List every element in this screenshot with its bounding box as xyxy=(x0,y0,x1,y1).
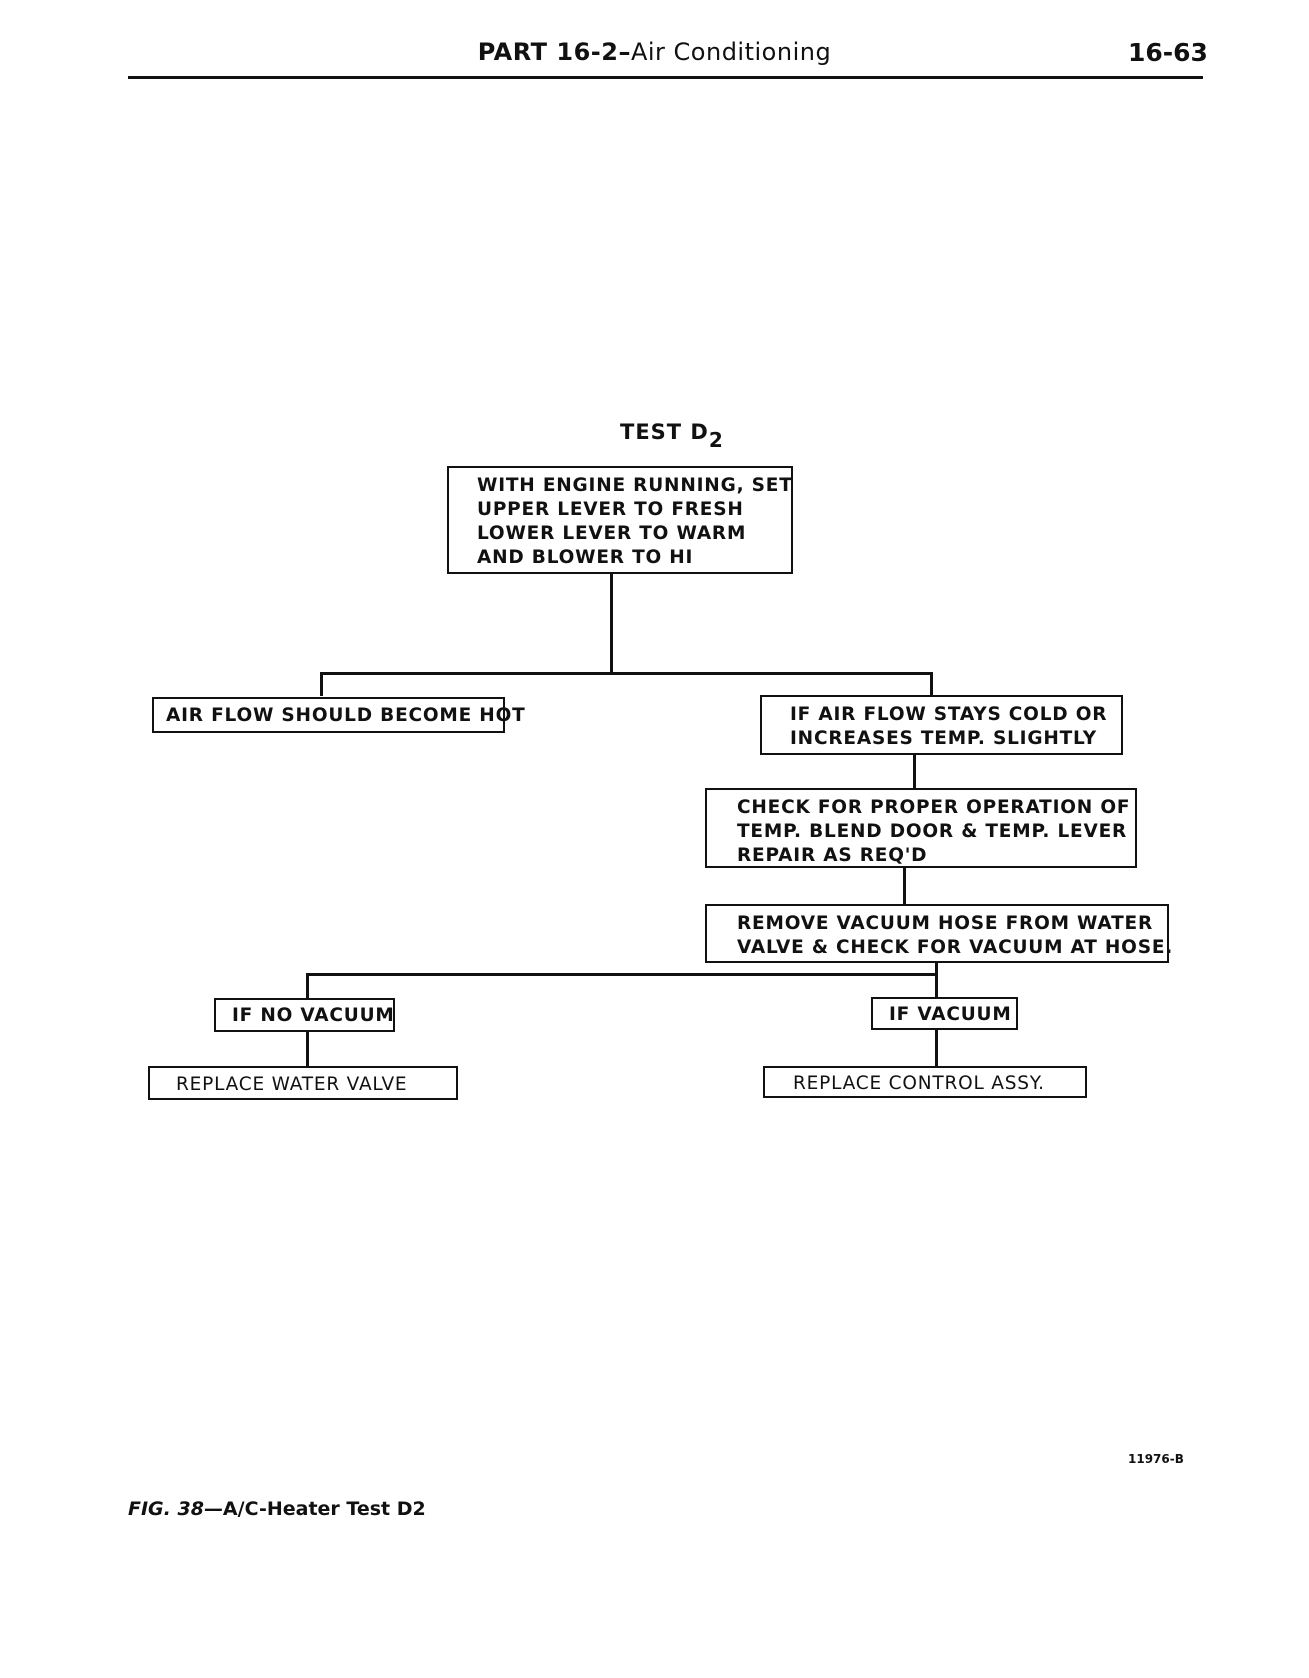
connector-cold-to-check xyxy=(913,753,916,788)
connector-branch-bottom xyxy=(306,973,938,976)
diagram-title: TEST D2 xyxy=(620,420,724,452)
replace-water-valve-text: REPLACE WATER VALVE xyxy=(176,1074,408,1095)
vacuum-check-line: VALVE & CHECK FOR VACUUM AT HOSE. xyxy=(737,937,1174,958)
start-box-line: WITH ENGINE RUNNING, SET xyxy=(477,475,793,496)
check-box-line: REPAIR AS REQ'D xyxy=(737,845,928,866)
hot-result-box: AIR FLOW SHOULD BECOME HOT xyxy=(152,697,526,733)
figure-caption: FIG. 38—A/C-Heater Test D2 xyxy=(128,1498,426,1520)
check-box: CHECK FOR PROPER OPERATION OF TEMP. BLEN… xyxy=(705,788,1137,868)
figure-label: FIG. 38 xyxy=(128,1498,204,1520)
start-box-line: AND BLOWER TO HI xyxy=(477,547,694,568)
cold-result-box: IF AIR FLOW STAYS COLD OR INCREASES TEMP… xyxy=(760,695,1123,755)
caption-text: A/C-Heater Test D2 xyxy=(222,1498,426,1520)
connector-branch-top xyxy=(320,672,933,675)
vacuum-check-box: REMOVE VACUUM HOSE FROM WATER VALVE & CH… xyxy=(705,904,1174,963)
check-box-line: CHECK FOR PROPER OPERATION OF xyxy=(737,797,1131,818)
start-box-line: UPPER LEVER TO FRESH xyxy=(477,499,744,520)
connector-to-hot xyxy=(320,672,323,696)
start-box-line: LOWER LEVER TO WARM xyxy=(477,523,747,544)
no-vacuum-box: IF NO VACUUM xyxy=(214,998,395,1032)
replace-control-text: REPLACE CONTROL ASSY. xyxy=(793,1073,1045,1094)
check-box-line: TEMP. BLEND DOOR & TEMP. LEVER xyxy=(737,821,1128,842)
connector-to-cold xyxy=(930,672,933,696)
diagram-title-subscript: 2 xyxy=(708,428,724,452)
replace-water-valve-box: REPLACE WATER VALVE xyxy=(148,1066,458,1100)
vacuum-text: IF VACUUM xyxy=(889,1004,1012,1025)
caption-dash: — xyxy=(203,1498,223,1520)
cold-result-line: INCREASES TEMP. SLIGHTLY xyxy=(790,728,1097,749)
page-number: 16-63 xyxy=(1128,38,1208,67)
replace-control-box: REPLACE CONTROL ASSY. xyxy=(763,1066,1087,1098)
cold-result-line: IF AIR FLOW STAYS COLD OR xyxy=(790,704,1108,725)
part-dash: – xyxy=(618,38,631,66)
connector-vacuum-to-replace xyxy=(935,1028,938,1066)
connector-check-to-vacuum xyxy=(903,866,906,904)
hot-result-text: AIR FLOW SHOULD BECOME HOT xyxy=(166,705,526,726)
connector-to-no-vacuum xyxy=(306,973,309,998)
page-header: PART 16-2–Air Conditioning xyxy=(0,38,1309,66)
vacuum-check-line: REMOVE VACUUM HOSE FROM WATER xyxy=(737,913,1153,934)
part-label: PART 16-2 xyxy=(477,38,619,66)
connector-no-vacuum-to-replace xyxy=(306,1030,309,1066)
vacuum-box: IF VACUUM xyxy=(871,997,1018,1030)
figure-code: 11976-B xyxy=(1128,1452,1184,1466)
no-vacuum-text: IF NO VACUUM xyxy=(232,1005,395,1026)
connector-vacuum-down xyxy=(935,962,938,997)
connector-start-down xyxy=(610,573,613,673)
diagram-title-text: TEST D xyxy=(620,420,709,444)
header-rule xyxy=(128,76,1203,79)
start-box: WITH ENGINE RUNNING, SET UPPER LEVER TO … xyxy=(447,466,793,574)
part-title: Air Conditioning xyxy=(630,38,832,66)
